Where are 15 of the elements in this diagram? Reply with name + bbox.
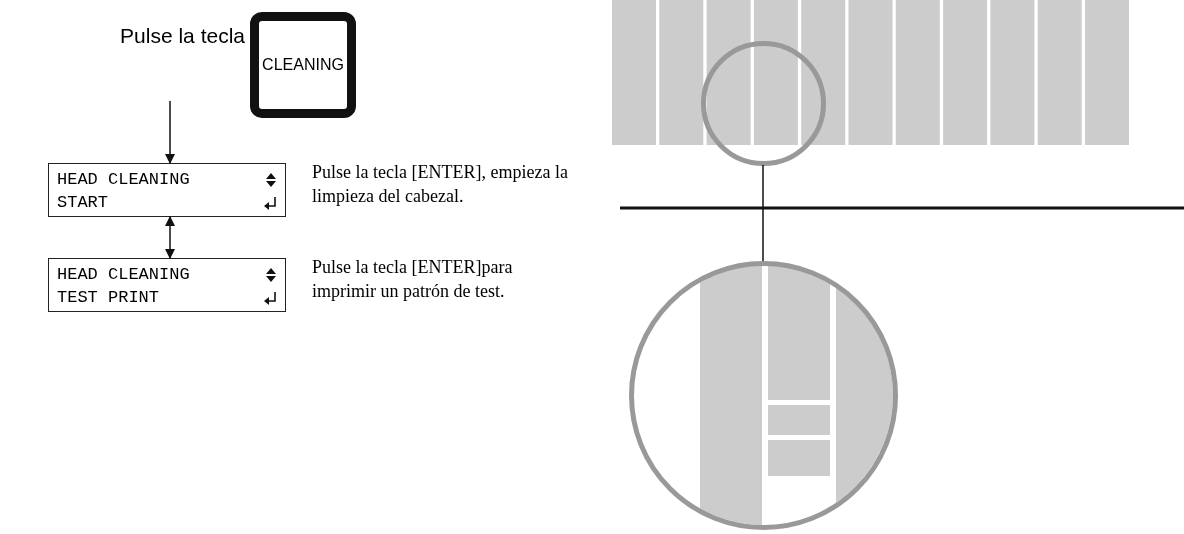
display-text: HEAD CLEANING — [57, 264, 190, 286]
lcd-display — [48, 258, 286, 312]
note-text: Pulse la tecla [ENTER]para imprimir un patrón de test. — [312, 256, 514, 303]
key-button: CLEANING — [250, 12, 356, 118]
leader-line — [762, 164, 764, 262]
magnifier-circle — [628, 260, 898, 530]
focus-circle — [700, 40, 826, 166]
note-text: Pulse la tecla [ENTER], empieza la limpieza del cabezal. — [312, 161, 569, 208]
display-text: START — [57, 192, 108, 214]
display-text: HEAD CLEANING — [57, 169, 190, 191]
arrow — [165, 216, 175, 259]
instruction-text: Pulse la tecla — [119, 24, 245, 48]
display-text: TEST PRINT — [57, 287, 160, 309]
arrow — [165, 100, 175, 164]
lcd-display — [48, 163, 286, 217]
